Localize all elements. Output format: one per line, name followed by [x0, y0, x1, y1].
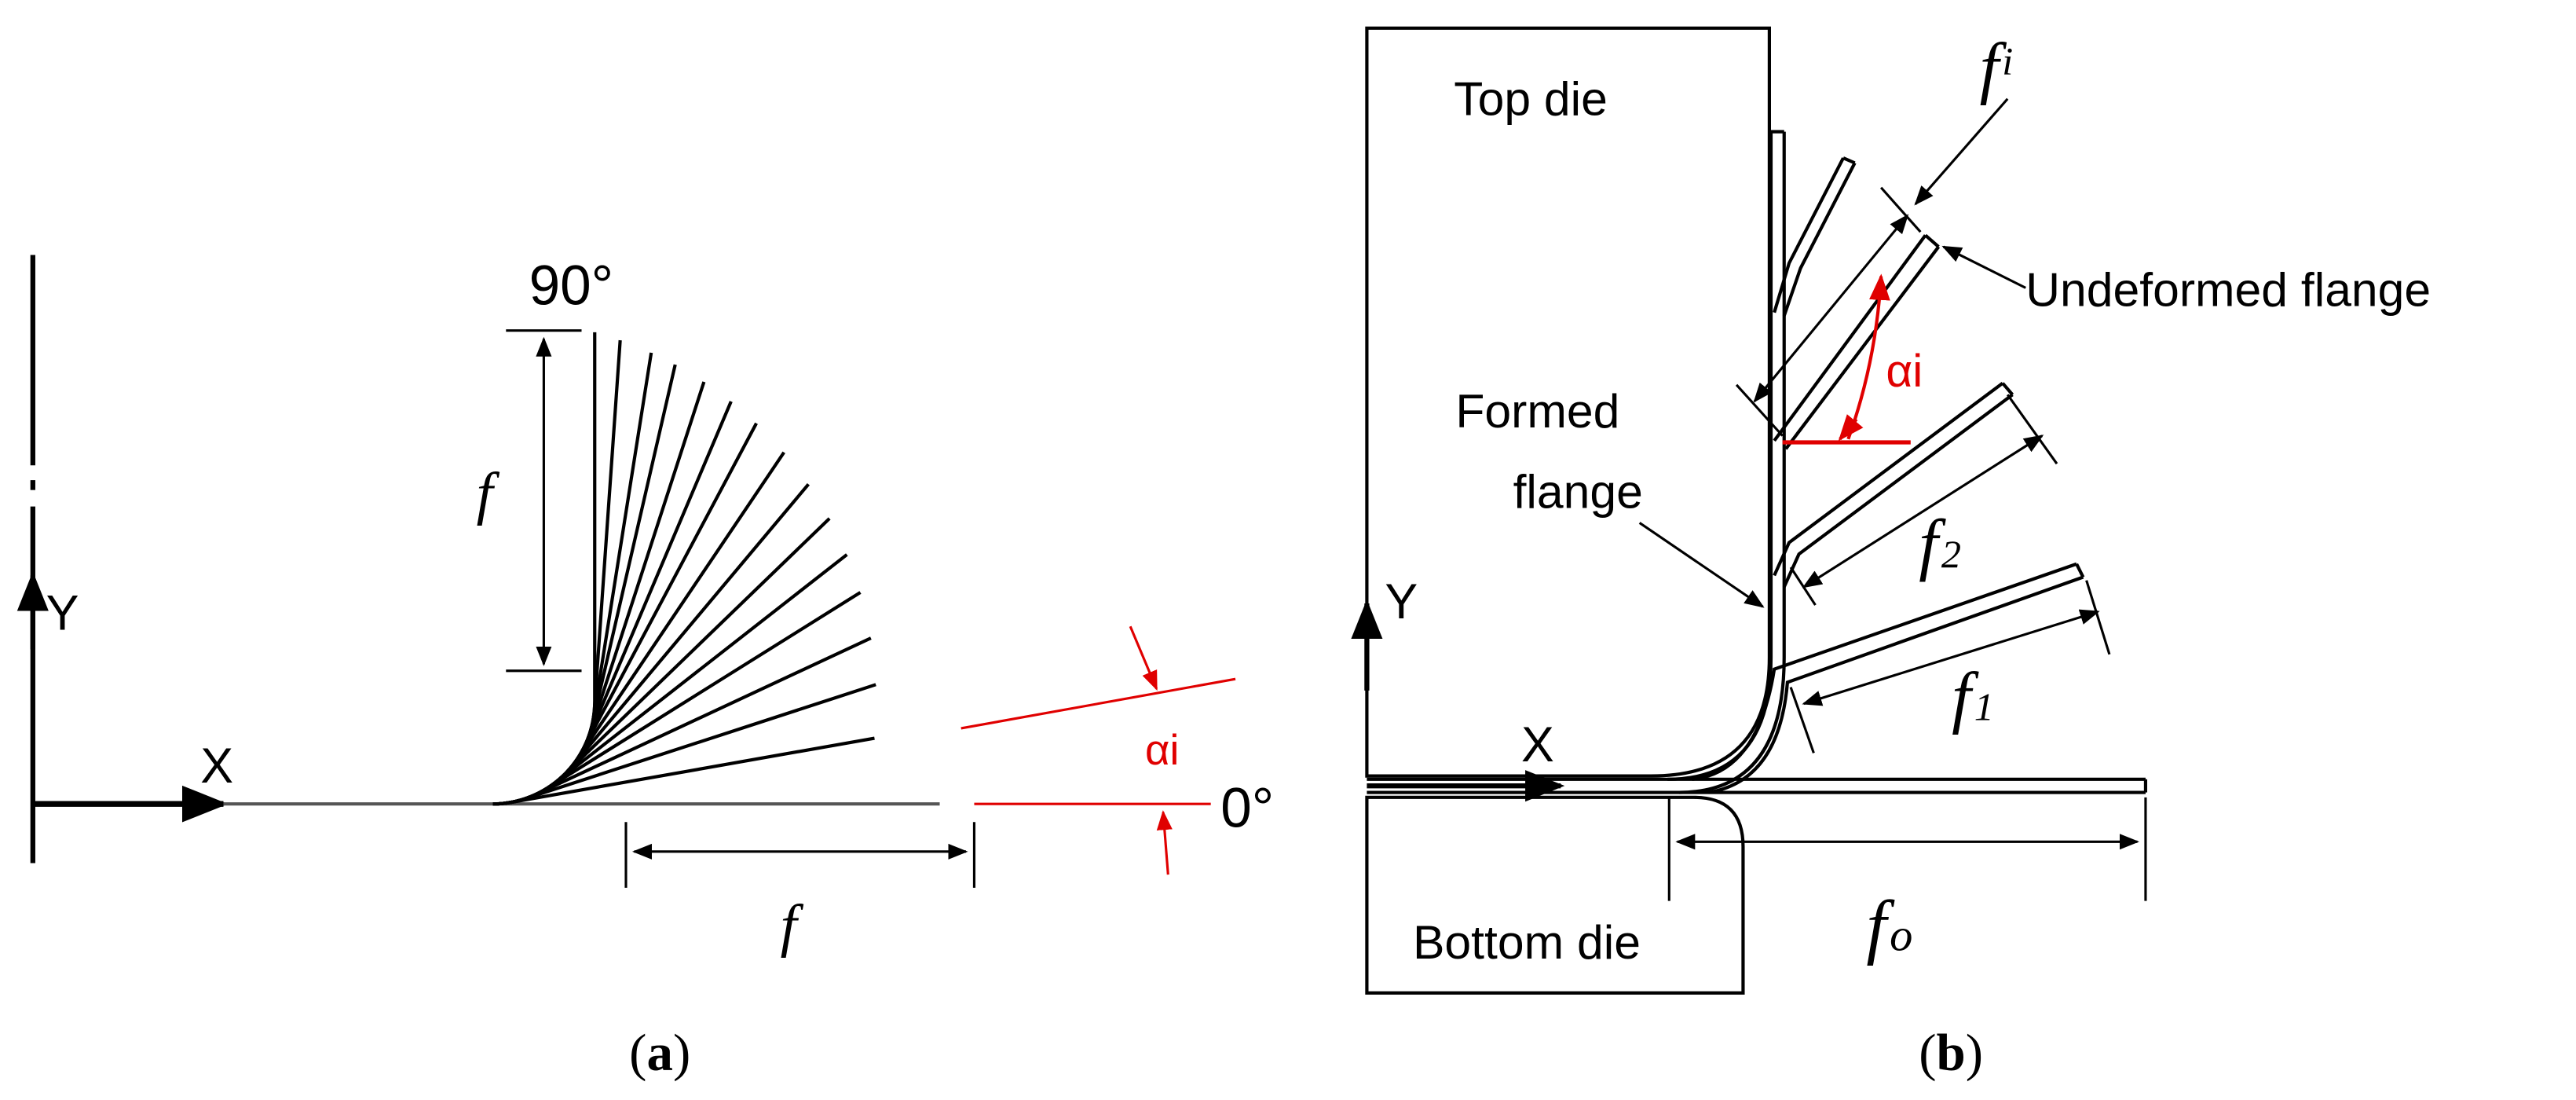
panel-a: Y X αi 0° 90° f f (a) — [16, 255, 1274, 1082]
dim-f-horizontal-label: f — [781, 893, 804, 959]
caption-b: (b) — [1919, 1024, 1983, 1082]
bent-flange-14 — [492, 339, 622, 806]
axis-label-x-b: X — [1521, 717, 1554, 772]
angle-0-label: 0° — [1220, 777, 1274, 839]
axis-label-y-a: Y — [46, 585, 79, 640]
bottom-die — [1365, 795, 1745, 995]
dim-fi — [1735, 97, 2009, 437]
formed-flange-label-line2: flange — [1513, 465, 1643, 519]
dim-f-vertical — [506, 329, 582, 673]
alpha-label-b: αi — [1886, 346, 1923, 397]
partial-flanges — [1692, 156, 2085, 794]
bend-fan — [492, 332, 876, 806]
alpha-label-a: αi — [1145, 726, 1180, 774]
bent-flange-9 — [492, 422, 758, 806]
axis-label-x-a: X — [200, 739, 233, 794]
undeformed-leader — [1941, 245, 2026, 289]
axis-label-y-b: Y — [1385, 574, 1418, 629]
alpha-arrow-upper — [1129, 625, 1158, 691]
bent-flange-15 — [492, 332, 597, 806]
top-die-label: Top die — [1454, 72, 1608, 126]
alpha-ref-line-a — [961, 677, 1236, 730]
base-sheet-b — [1367, 777, 2148, 794]
alpha-arrow-lower — [1156, 810, 1173, 875]
alpha-arc-arrow-b — [1838, 414, 1864, 442]
bent-flange-7 — [492, 482, 810, 806]
caption-a: (a) — [629, 1024, 690, 1082]
bottom-die-label: Bottom die — [1413, 915, 1641, 969]
undeformed-flange-label: Undeformed flange — [2025, 262, 2431, 316]
dim-fo — [1667, 797, 2147, 901]
angle-90-label: 90° — [529, 255, 614, 317]
formed-leader — [1638, 522, 1765, 608]
dim-f-horizontal — [624, 822, 976, 888]
bent-flange-12 — [492, 364, 677, 806]
dim-f1 — [1789, 580, 2111, 754]
formed-flange-label-line1: Formed — [1455, 384, 1619, 438]
dim-f-vertical-label: f — [477, 461, 500, 526]
panel-b: Top die Bottom die — [1351, 26, 2431, 1082]
bent-flange-8 — [492, 451, 785, 806]
dim-f2 — [1789, 394, 2058, 606]
bent-flange-5 — [492, 553, 848, 806]
